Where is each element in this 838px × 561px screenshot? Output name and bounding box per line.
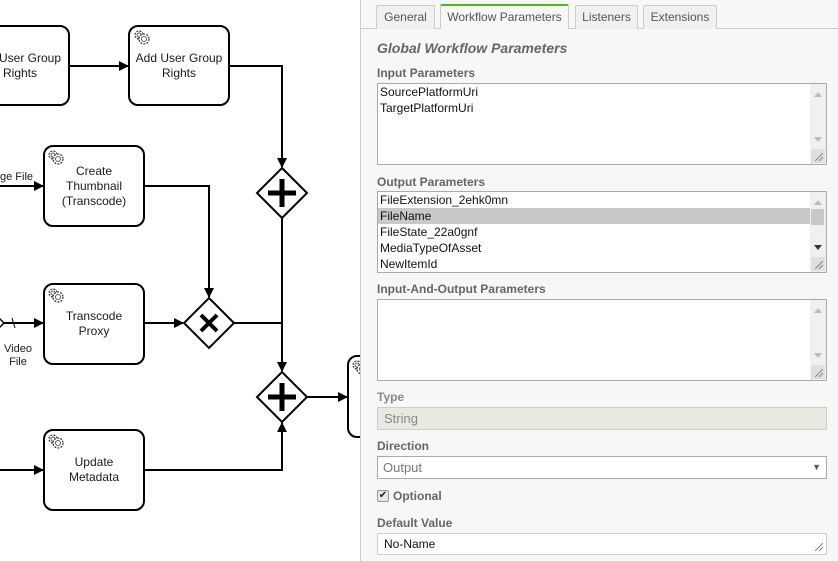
list-item[interactable]: NewItemId [380,257,438,271]
tab-extensions[interactable]: Extensions [643,5,717,29]
default-value-text: No-Name [384,537,436,551]
default-value-input[interactable]: No-Name [377,533,827,555]
task-create-thumbnail [43,145,145,227]
scroll-up-icon[interactable] [814,200,822,205]
task-label: (Transcode) [62,194,126,208]
bpmn-diagram: User Group Rights Add User Group Rights … [0,25,360,511]
scroll-up-icon[interactable] [814,308,822,313]
task-label: Rights [162,66,196,80]
scroll-down-icon[interactable] [814,137,822,142]
task-transcode-proxy [43,283,145,365]
task-label: Transcode [66,309,123,323]
input-parameters-list[interactable]: SourcePlatformUri TargetPlatformUri [377,83,827,165]
chevron-down-icon: ▼ [812,462,821,472]
list-item[interactable]: FileState_22a0gnf [380,225,478,239]
scroll-up-icon[interactable] [814,92,822,97]
scrollbar[interactable] [810,192,826,272]
scrollbar[interactable] [810,300,826,380]
scroll-down-icon[interactable] [814,245,822,250]
output-parameters-label: Output Parameters [377,175,486,189]
tab-general[interactable]: General [376,5,435,29]
type-field: String [377,407,827,430]
tab-listeners[interactable]: Listeners [575,5,638,29]
task-label: Create [76,164,112,178]
output-parameters-list[interactable]: FileExtension_2ehk0mn FileName FileState… [377,191,827,273]
resize-grip-icon[interactable] [811,257,825,271]
sequence-flow [144,185,214,298]
direction-select[interactable]: Output ▼ [377,456,827,479]
task-label: User Group [0,51,61,65]
list-item-selected[interactable]: FileName [378,208,810,224]
task-user-group-rights [0,25,70,106]
bpmn-canvas[interactable]: User Group Rights Add User Group Rights … [0,0,360,561]
task-label: Proxy [79,324,110,338]
tab-bar: General Workflow Parameters Listeners Ex… [361,0,838,29]
inout-parameters-list[interactable] [377,299,827,381]
list-item[interactable]: TargetPlatformUri [380,101,474,115]
direction-value: Output [383,460,423,475]
scroll-down-icon[interactable] [814,353,822,358]
flow-label: ge File [0,171,33,183]
direction-label: Direction [377,439,430,453]
list-item[interactable]: MediaTypeOfAsset [380,241,482,255]
input-parameters-label: Input Parameters [377,66,476,80]
sequence-flow [144,422,287,471]
list-item[interactable]: FileExtension_2ehk0mn [380,193,509,207]
optional-label: Optional [393,489,442,503]
task-label: Add User Group [136,51,223,65]
task-label: Rights [3,66,37,80]
task-offscreen [347,355,360,438]
resize-grip-icon[interactable] [811,365,825,379]
resize-grip-icon[interactable] [811,539,825,553]
resize-grip-icon[interactable] [811,149,825,163]
type-label: Type [377,390,405,404]
tab-workflow-parameters[interactable]: Workflow Parameters [440,4,569,29]
flow-label: File [9,356,27,368]
list-item[interactable]: SourcePlatformUri [380,85,479,99]
task-label: Thumbnail [66,179,122,193]
sequence-flow [229,65,287,168]
scroll-thumb[interactable] [811,209,824,225]
task-label: Metadata [69,470,119,484]
scrollbar[interactable] [810,84,826,164]
inout-parameters-label: Input-And-Output Parameters [377,282,546,296]
task-label: Update [75,455,114,469]
default-value-label: Default Value [377,516,453,530]
optional-checkbox[interactable]: ✔ [377,490,389,502]
section-title: Global Workflow Parameters [377,40,568,56]
task-add-user-group-rights [128,25,230,106]
properties-panel: General Workflow Parameters Listeners Ex… [360,0,838,561]
task-update-metadata [43,429,145,511]
flow-label: Video [4,343,32,355]
